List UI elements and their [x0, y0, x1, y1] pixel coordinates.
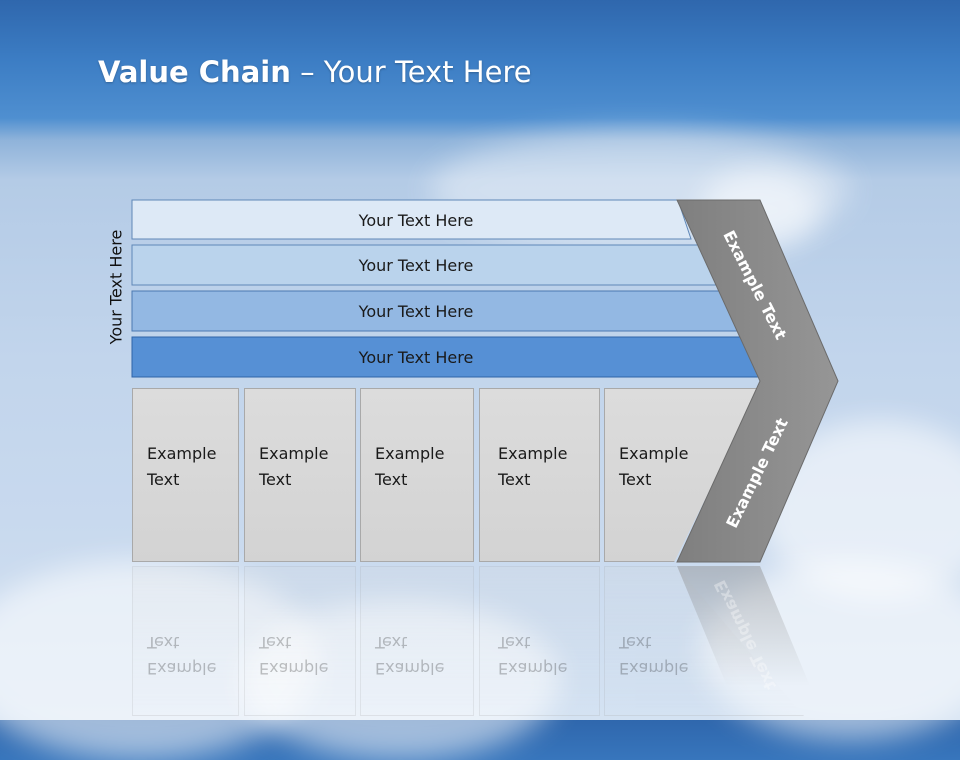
- slide-title: Value Chain – Your Text Here: [98, 55, 532, 89]
- support-row-3[interactable]: Your Text Here: [131, 290, 740, 332]
- margin-chevron: [676, 199, 839, 686]
- row-3-label: Your Text Here: [358, 301, 474, 321]
- title-rest: – Your Text Here: [290, 55, 532, 89]
- row-1-shape: [131, 199, 692, 240]
- chevron-shape: [676, 199, 839, 563]
- support-row-1[interactable]: Your Text Here: [131, 199, 692, 240]
- chevron-reflection: [677, 566, 810, 686]
- support-row-4[interactable]: Your Text Here: [131, 336, 764, 378]
- row-2-label: Your Text Here: [358, 255, 474, 275]
- row-4-label: Your Text Here: [358, 347, 474, 367]
- row-1-label: Your Text Here: [358, 210, 474, 230]
- title-bold: Value Chain: [98, 55, 291, 89]
